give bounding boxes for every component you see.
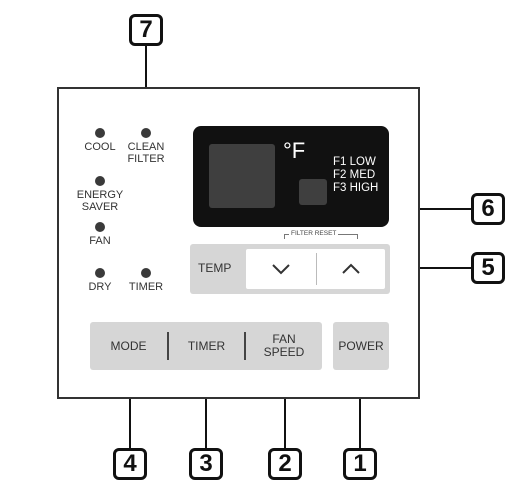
clean-filter-label-2: FILTER bbox=[127, 153, 165, 165]
callout-6: 6 bbox=[471, 193, 505, 225]
fan-speed-indicator bbox=[299, 179, 327, 205]
timer-button-label: TIMER bbox=[187, 338, 226, 353]
callout-2: 2 bbox=[268, 448, 302, 480]
energy-saver-led bbox=[95, 176, 105, 186]
indicator-clean-filter: CLEAN FILTER bbox=[126, 128, 166, 165]
timer-label: TIMER bbox=[128, 281, 164, 293]
indicator-dry: DRY bbox=[84, 268, 116, 293]
fan-speed-label-2: SPEED bbox=[263, 345, 305, 359]
lcd-display: °F F1 LOW F2 MED F3 HIGH bbox=[193, 126, 389, 227]
chevron-up-icon bbox=[342, 263, 360, 274]
temp-up-button[interactable] bbox=[339, 257, 363, 281]
cool-label: COOL bbox=[84, 141, 116, 153]
clean-filter-label-1: CLEAN bbox=[127, 141, 165, 153]
timer-led bbox=[141, 268, 151, 278]
fan-speed-label-1: FAN bbox=[272, 332, 296, 346]
button-separator bbox=[167, 332, 169, 360]
temp-label: TEMP bbox=[198, 261, 232, 275]
temperature-unit: °F bbox=[283, 138, 306, 163]
indicator-fan: FAN bbox=[84, 222, 116, 247]
chevron-down-icon bbox=[272, 264, 290, 275]
energy-saver-label-1: ENERGY bbox=[76, 189, 124, 201]
fan-speed-f1: F1 LOW bbox=[333, 156, 376, 168]
temperature-digits bbox=[209, 144, 275, 208]
cool-led bbox=[95, 128, 105, 138]
power-label: POWER bbox=[338, 339, 384, 353]
power-button[interactable]: POWER bbox=[333, 322, 389, 370]
temp-buttons bbox=[246, 249, 385, 289]
dry-led bbox=[95, 268, 105, 278]
mode-label: MODE bbox=[110, 338, 147, 353]
temp-separator bbox=[316, 253, 317, 285]
fan-speed-f3: F3 HIGH bbox=[333, 182, 379, 194]
fan-speed-legend: F1 LOW F2 MED F3 HIGH bbox=[333, 156, 378, 195]
callout-5: 5 bbox=[471, 252, 505, 284]
indicator-timer: TIMER bbox=[126, 268, 166, 293]
callout-3: 3 bbox=[189, 448, 223, 480]
dry-label: DRY bbox=[88, 281, 112, 293]
temp-control: TEMP bbox=[190, 244, 390, 294]
function-buttons: MODE TIMER FAN SPEED bbox=[90, 322, 322, 370]
button-separator bbox=[244, 332, 246, 360]
indicator-cool: COOL bbox=[84, 128, 116, 153]
energy-saver-label-2: SAVER bbox=[81, 201, 119, 213]
callout-4: 4 bbox=[113, 448, 147, 480]
fan-speed-button[interactable]: FAN SPEED bbox=[246, 322, 322, 370]
clean-filter-led bbox=[141, 128, 151, 138]
mode-button[interactable]: MODE bbox=[90, 322, 167, 370]
fan-led bbox=[95, 222, 105, 232]
fan-label: FAN bbox=[89, 235, 111, 247]
temp-down-button[interactable] bbox=[269, 257, 293, 281]
timer-button[interactable]: TIMER bbox=[169, 322, 244, 370]
filter-reset-label: FILTER RESET bbox=[289, 230, 339, 237]
callout-7: 7 bbox=[129, 14, 163, 46]
callout-1: 1 bbox=[343, 448, 377, 480]
indicator-energy-saver: ENERGY SAVER bbox=[76, 176, 124, 213]
fan-speed-f2: F2 MED bbox=[333, 169, 376, 181]
